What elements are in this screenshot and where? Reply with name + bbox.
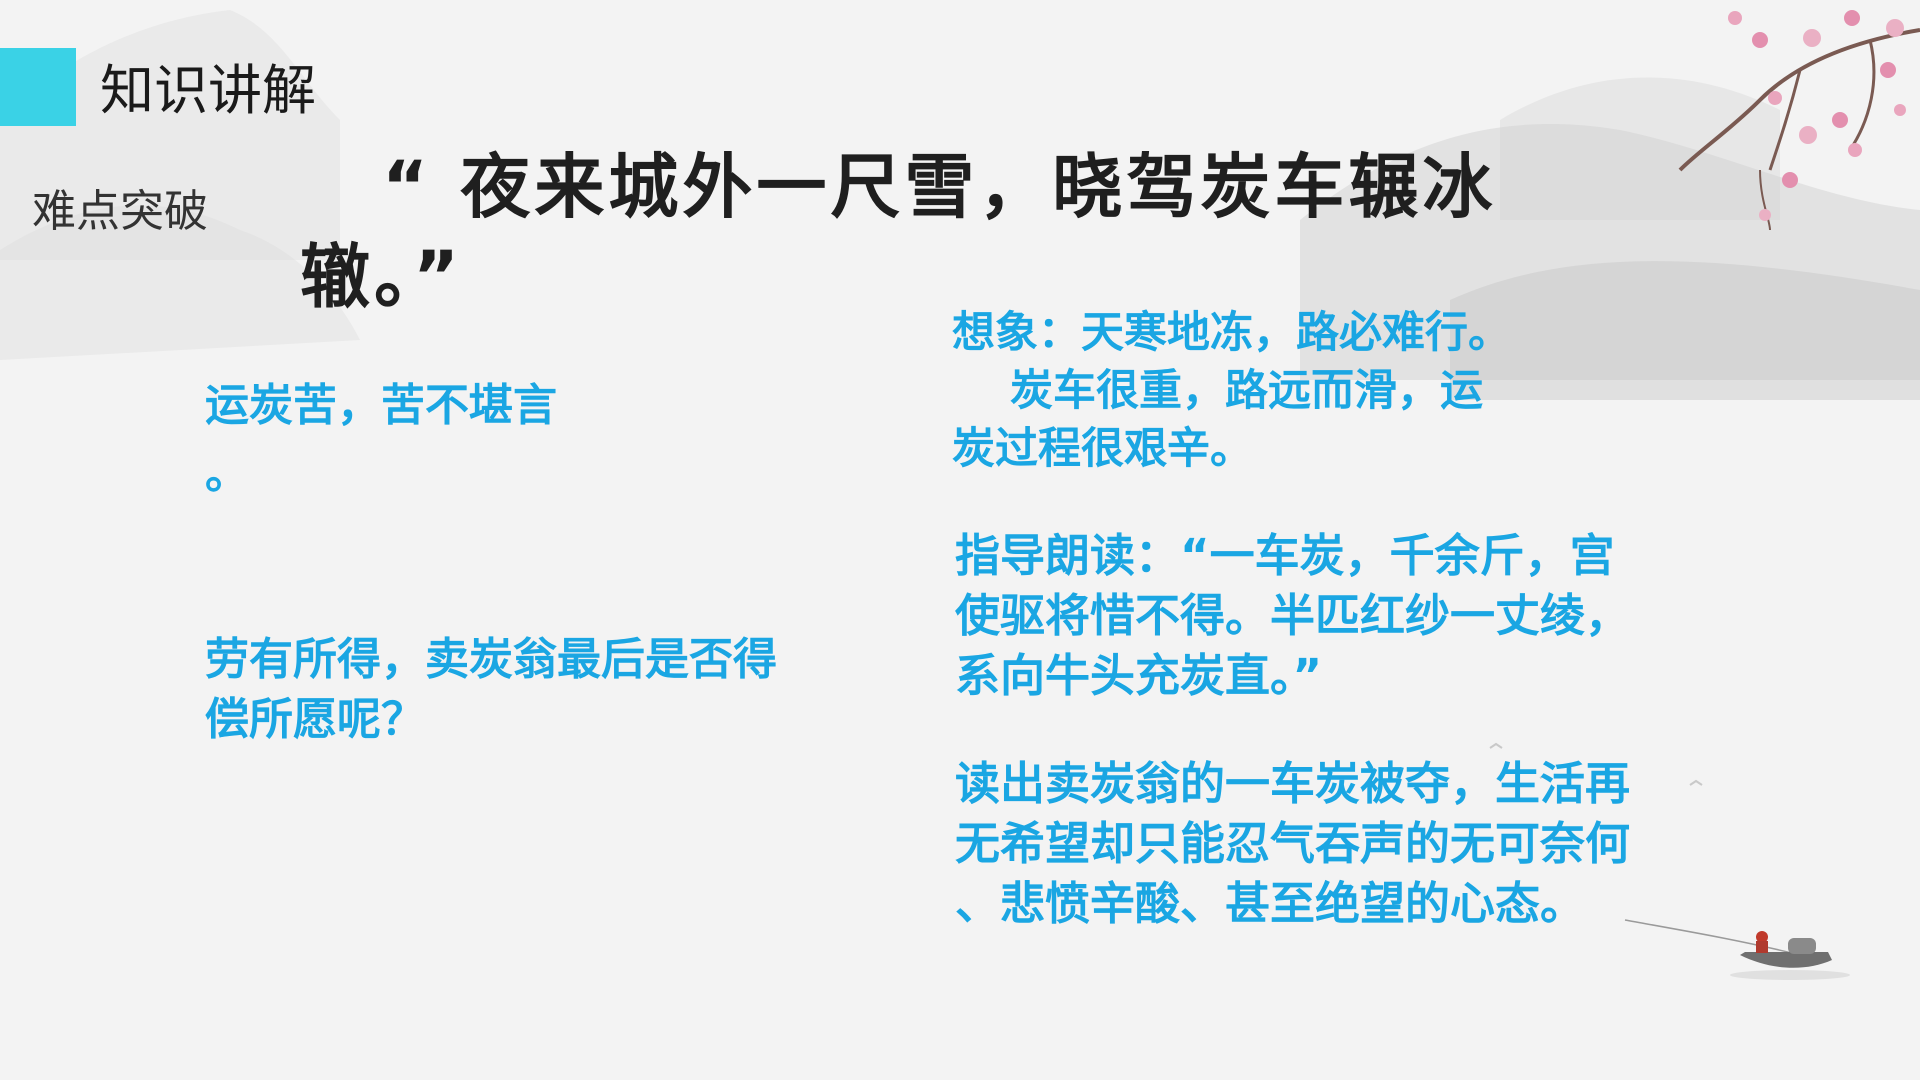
plum-blossom-branch-icon — [1678, 10, 1920, 231]
section-title: 知识讲解 — [100, 59, 316, 122]
accent-bar — [0, 48, 76, 126]
point-reward-question: 劳有所得，卖炭翁最后是否得 偿所愿呢？ — [205, 630, 885, 750]
reading-emotion-line-1: 读出卖炭翁的一车炭被夺，生活再 — [955, 757, 1631, 810]
reading-emotion-line-2: 无希望却只能忍气吞声的无可奈何 — [955, 817, 1631, 870]
reading-emotion-line-3: 、悲愤辛酸、甚至绝望的心态。 — [955, 877, 1586, 930]
reading-emotion: 读出卖炭翁的一车炭被夺，生活再 无希望却只能忍气吞声的无可奈何 、悲愤辛酸、甚至… — [955, 754, 1695, 934]
point-hardship-line-1: 运炭苦，苦不堪言 — [205, 380, 557, 431]
ink-mountain-right-icon — [1300, 77, 1920, 400]
birds-icon — [1489, 742, 1703, 786]
point-reward-line-2: 偿所愿呢？ — [205, 694, 425, 745]
reading-guide-line-2: 使驱将惜不得。半匹红纱一丈绫， — [955, 589, 1631, 642]
subheading: 难点突破 — [32, 186, 208, 237]
imagine-note: 想象：天寒地冻，路必难行。 炭车很重，路远而滑，运 炭过程很艰辛。 — [952, 304, 1592, 478]
poem-quote: “ 夜来城外一尺雪，晓驾炭车辗冰 辙。” — [300, 142, 1600, 322]
reading-guide-line-3: 系向牛头充炭直。” — [955, 649, 1323, 702]
ink-mountain-left-icon — [0, 10, 360, 360]
reading-guide: 指导朗读：“一车炭，千余斤，宫 使驱将惜不得。半匹红纱一丈绫， 系向牛头充炭直。… — [955, 526, 1695, 706]
imagine-line-2: 炭车很重，路远而滑，运 — [1010, 366, 1483, 416]
point-hardship: 运炭苦，苦不堪言 。 — [205, 372, 625, 508]
poem-quote-line-1: “ 夜来城外一尺雪，晓驾炭车辗冰 — [382, 146, 1497, 228]
reading-guide-line-1: 指导朗读：“一车炭，千余斤，宫 — [955, 529, 1615, 582]
fishing-boat-icon — [1624, 919, 1850, 980]
imagine-line-1: 想象：天寒地冻，路必难行。 — [952, 308, 1511, 358]
poem-quote-line-2: 辙。” — [300, 236, 464, 318]
point-reward-line-1: 劳有所得，卖炭翁最后是否得 — [205, 634, 777, 685]
imagine-line-3: 炭过程很艰辛。 — [952, 424, 1253, 474]
point-hardship-line-2: 。 — [205, 448, 249, 499]
